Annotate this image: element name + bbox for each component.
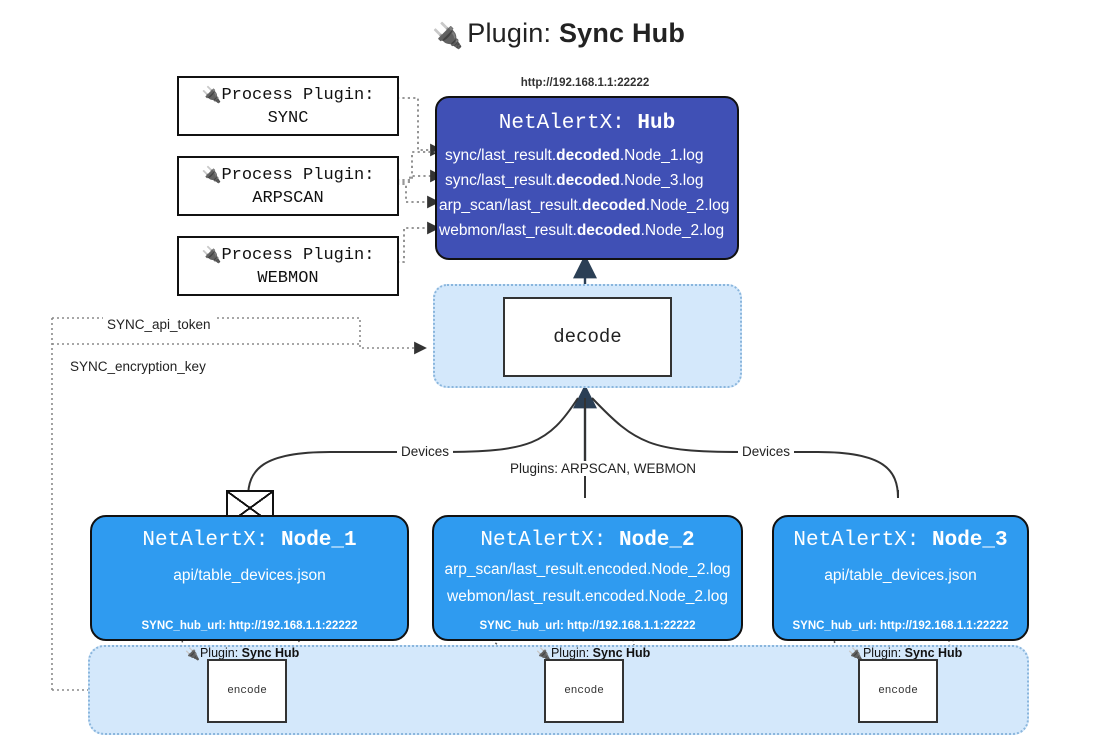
process-plugin-label: Process Plugin: — [221, 165, 375, 185]
hub-log-item: arp_scan/last_result.decoded.Node_2.log — [439, 197, 730, 214]
node-footer: SYNC_hub_url: http://192.168.1.1:22222 — [792, 620, 1009, 632]
hub-log-item: sync/last_result.decoded.Node_1.log — [445, 147, 704, 164]
hub-title: NetAlertX: Hub — [437, 112, 737, 135]
hub-app: NetAlertX: — [498, 112, 625, 135]
node-card-2[interactable]: NetAlertX: Node_2 arp_scan/last_result.e… — [432, 515, 743, 641]
process-plugin-label: Process Plugin: — [221, 245, 375, 265]
node-line-list: api/table_devices.json — [774, 562, 1027, 589]
electric-plug-icon: 🔌 — [201, 244, 222, 264]
process-plugin-name: WEBMON — [257, 268, 319, 288]
node-card-1[interactable]: NetAlertX: Node_1 api/table_devices.json… — [90, 515, 409, 641]
devices-label-left: Devices — [397, 444, 454, 459]
node-line: webmon/last_result.encoded.Node_2.log — [447, 588, 728, 605]
encode-plugin-label-2: 🔌Plugin: Sync Hub — [536, 646, 651, 661]
title-prefix: Plugin: — [467, 18, 552, 48]
electric-plug-icon: 🔌 — [201, 84, 222, 104]
page-title: 🔌Plugin: Sync Hub — [0, 18, 1117, 51]
node-app: NetAlertX: — [793, 529, 920, 552]
decode-box[interactable]: decode — [503, 297, 672, 377]
encode-plugin-label-3: 🔌Plugin: Sync Hub — [848, 646, 963, 661]
hub-role: Hub — [637, 112, 676, 135]
node-title: NetAlertX: Node_2 — [434, 529, 741, 552]
node-line-list: api/table_devices.json — [92, 562, 407, 589]
node-line: api/table_devices.json — [824, 567, 977, 584]
node-name: Node_3 — [932, 529, 1008, 552]
hub-log-item: sync/last_result.decoded.Node_3.log — [445, 172, 704, 189]
node-footer: SYNC_hub_url: http://192.168.1.1:22222 — [141, 620, 358, 632]
node-name: Node_2 — [619, 529, 695, 552]
encode-box-2[interactable]: encode — [544, 659, 624, 723]
node-line: arp_scan/last_result.encoded.Node_2.log — [444, 561, 731, 578]
encode-plugin-label-1: 🔌Plugin: Sync Hub — [185, 646, 300, 661]
node-footer: SYNC_hub_url: http://192.168.1.1:22222 — [479, 620, 696, 632]
electric-plug-icon: 🔌 — [848, 647, 863, 661]
secret-api-token-label: SYNC_api_token — [103, 317, 215, 332]
electric-plug-icon: 🔌 — [431, 22, 464, 50]
hub-card[interactable]: NetAlertX: Hub sync/last_result.decoded.… — [435, 96, 739, 260]
node-title: NetAlertX: Node_3 — [774, 529, 1027, 552]
hub-log-list: sync/last_result.decoded.Node_1.log sync… — [437, 143, 737, 243]
node-line-list: arp_scan/last_result.encoded.Node_2.log … — [434, 556, 741, 610]
hub-log-item: webmon/last_result.decoded.Node_2.log — [439, 222, 725, 239]
encode-box-3[interactable]: encode — [858, 659, 938, 723]
secret-encryption-key-label: SYNC_encryption_key — [66, 359, 210, 374]
plugins-label-center: Plugins: ARPSCAN, WEBMON — [506, 461, 701, 476]
encode-box-1[interactable]: encode — [207, 659, 287, 723]
electric-plug-icon: 🔌 — [201, 164, 222, 184]
hub-url: http://192.168.1.1:22222 — [520, 77, 650, 89]
electric-plug-icon: 🔌 — [185, 647, 200, 661]
title-name: Sync Hub — [558, 18, 686, 48]
process-plugin-webmon[interactable]: 🔌Process Plugin: WEBMON — [177, 236, 399, 296]
electric-plug-icon: 🔌 — [536, 647, 551, 661]
process-plugin-name: SYNC — [267, 108, 309, 128]
process-plugin-name: ARPSCAN — [252, 188, 324, 208]
node-app: NetAlertX: — [142, 529, 269, 552]
process-plugin-label: Process Plugin: — [221, 85, 375, 105]
node-name: Node_1 — [281, 529, 357, 552]
devices-label-right: Devices — [738, 444, 795, 459]
node-line: api/table_devices.json — [173, 567, 326, 584]
process-plugin-arpscan[interactable]: 🔌Process Plugin: ARPSCAN — [177, 156, 399, 216]
node-app: NetAlertX: — [480, 529, 607, 552]
process-plugin-sync[interactable]: 🔌Process Plugin: SYNC — [177, 76, 399, 136]
node-card-3[interactable]: NetAlertX: Node_3 api/table_devices.json… — [772, 515, 1029, 641]
node-title: NetAlertX: Node_1 — [92, 529, 407, 552]
